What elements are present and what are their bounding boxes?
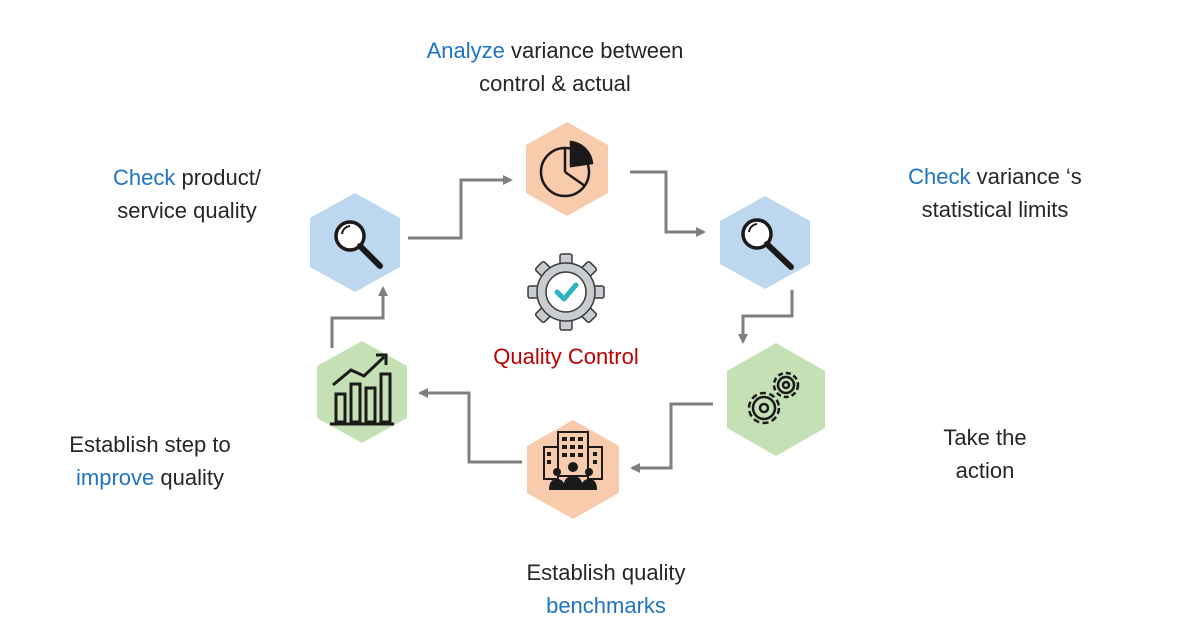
label-benchmarks-keyword: benchmarks xyxy=(546,593,666,618)
hexagon-analyze xyxy=(526,122,608,216)
label-improve: Establish step to improve quality xyxy=(40,428,260,494)
gears-icon xyxy=(747,371,800,425)
label-analyze-line2: control & actual xyxy=(479,71,631,96)
arrow-benchmarks-to-improve xyxy=(418,388,522,464)
connector-arrows xyxy=(330,170,794,473)
label-take-action: Take the action xyxy=(915,421,1055,487)
label-check-variance-line1: variance ‘s xyxy=(970,164,1082,189)
label-improve-line2: quality xyxy=(154,465,224,490)
hexagon-improve xyxy=(317,341,407,443)
label-take-action-line2: action xyxy=(955,458,1015,483)
quality-gear-icon xyxy=(527,253,605,331)
label-check-quality-line1: product/ xyxy=(175,165,261,190)
arrow-improve-to-check xyxy=(330,286,388,348)
magnifier-icon xyxy=(334,220,383,269)
pie-chart-icon xyxy=(539,140,594,198)
arrow-analyze-to-check-variance xyxy=(630,170,706,237)
office-team-icon xyxy=(543,431,603,490)
label-improve-keyword: improve xyxy=(76,465,155,490)
label-improve-line1: Establish step to xyxy=(69,432,231,457)
label-take-action-line1: Take the xyxy=(943,425,1027,450)
hexagon-benchmarks xyxy=(527,420,619,519)
arrow-check-to-analyze xyxy=(408,175,513,240)
label-check-variance-keyword: Check xyxy=(908,164,971,189)
hexagon-take-action xyxy=(727,343,825,456)
label-benchmarks: Establish quality benchmarks xyxy=(496,556,716,622)
label-analyze-line1: variance between xyxy=(504,38,684,63)
diagram-title: Quality Control xyxy=(493,344,639,369)
label-benchmarks-line1: Establish quality xyxy=(526,560,686,585)
label-check-quality: Check product/ service quality xyxy=(82,161,292,227)
magnifier-icon xyxy=(741,218,794,270)
label-check-quality-keyword: Check xyxy=(113,165,176,190)
hexagon-check-quality xyxy=(310,193,400,292)
arrow-check-variance-to-action xyxy=(738,290,794,344)
hexagon-check-variance xyxy=(720,196,810,289)
arrow-action-to-benchmarks xyxy=(630,402,713,473)
label-check-variance-line2: statistical limits xyxy=(921,197,1069,222)
label-analyze: Analyze variance between control & actua… xyxy=(400,34,710,100)
label-check-variance: Check variance ‘s statistical limits xyxy=(885,160,1105,226)
label-analyze-keyword: Analyze xyxy=(426,38,505,63)
growth-chart-icon xyxy=(330,353,394,426)
label-check-quality-line2: service quality xyxy=(117,198,257,223)
